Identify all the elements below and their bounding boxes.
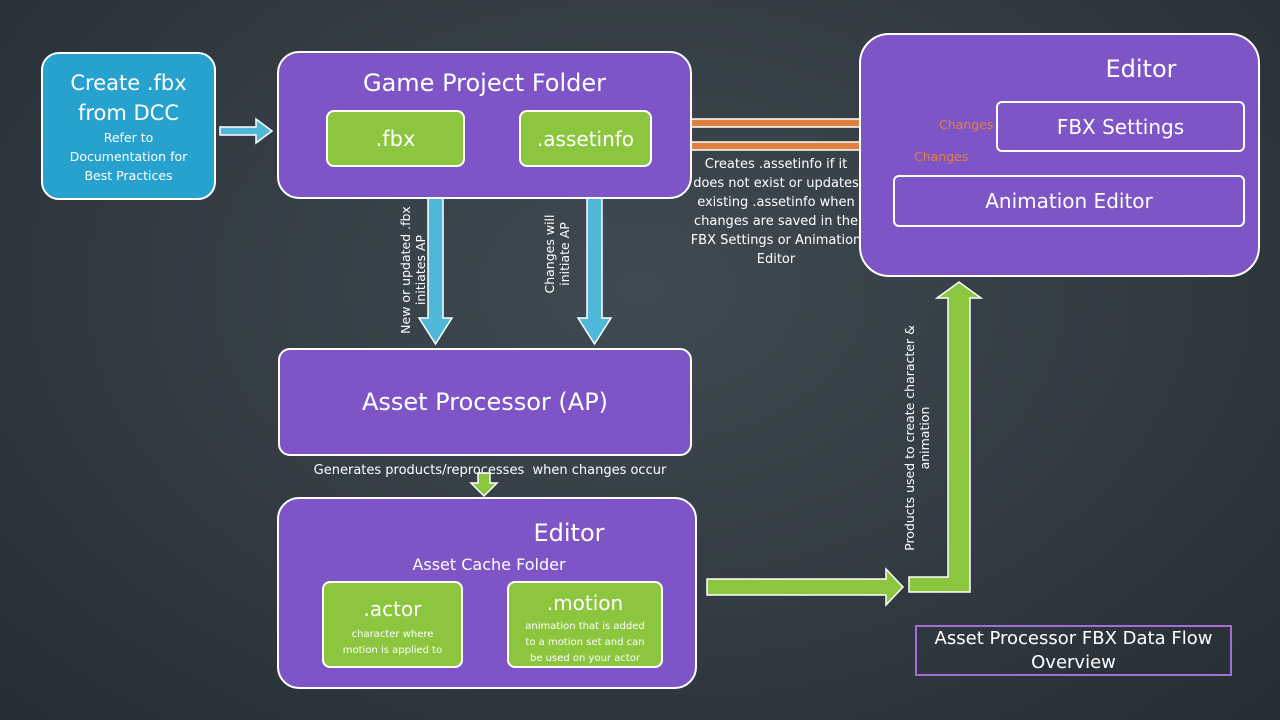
dcc-sub-line1: Refer to — [103, 129, 154, 145]
asset-processor-title: Asset Processor (AP) — [361, 388, 609, 416]
caption-line: Overview — [1031, 652, 1116, 673]
dcc-title-line2: from DCC — [77, 100, 180, 125]
arrow-ap-to-cache — [469, 472, 499, 498]
animation-editor-label: Animation Editor — [985, 189, 1153, 213]
game-project-title: Game Project Folder — [363, 69, 606, 97]
dcc-title-line1: Create .fbx — [70, 70, 187, 95]
changes-label-2: Changes — [914, 149, 969, 164]
asset-cache-folder-label: Asset Cache Folder — [412, 555, 566, 574]
fbx-settings-label: FBX Settings — [1056, 114, 1185, 139]
dcc-box: Create .fbx from DCC Refer to Documentat… — [41, 52, 216, 200]
note-line: New or updated .fbx — [398, 206, 413, 334]
note-line: Creates .assetinfo if it — [704, 157, 848, 172]
fbx-file: .fbx — [326, 110, 465, 167]
note-line: changes are saved in the — [693, 214, 859, 229]
motion-desc-line: to a motion set and can — [525, 637, 645, 648]
products-used-note: Products used to create character & anim… — [902, 323, 934, 553]
actor-desc-line: motion is applied to — [342, 645, 443, 656]
note-line: initiates AP — [413, 234, 428, 306]
note-line: animation — [917, 406, 932, 470]
new-fbx-note: New or updated .fbx initiates AP — [398, 190, 430, 350]
dcc-sub-line3: Best Practices — [84, 167, 173, 183]
note-line: Changes will — [542, 214, 557, 294]
creates-assetinfo-note: Creates .assetinfo if it does not exist … — [690, 155, 862, 269]
assetinfo-file: .assetinfo — [519, 110, 652, 167]
changes-label-1: Changes — [939, 117, 994, 132]
actor-title: .actor — [363, 597, 422, 621]
note-line: Editor — [756, 252, 796, 267]
arrow-cache-to-right — [706, 567, 905, 607]
arrow-assetinfo-to-ap — [576, 178, 613, 346]
note-line: Products used to create character & — [902, 325, 917, 551]
motion-desc-line: animation that is added — [525, 621, 645, 632]
editor-top-title: Editor — [1105, 55, 1177, 83]
motion-title: .motion — [546, 591, 624, 615]
dcc-sub-line2: Documentation for — [69, 148, 188, 164]
arrow-fbx-to-ap — [417, 179, 454, 346]
changes-initiate-note: Changes will initiate AP — [542, 199, 574, 309]
arrow-dcc-to-project — [219, 117, 274, 145]
asset-processor-box: Asset Processor (AP) — [278, 348, 692, 456]
caption-line: Asset Processor FBX Data Flow — [934, 628, 1213, 649]
editor-top: Editor — [859, 33, 1260, 277]
actor-desc-line: character where — [351, 629, 434, 640]
caption-box: Asset Processor FBX Data Flow Overview — [915, 625, 1232, 676]
arrow-up-to-editor — [908, 281, 984, 593]
note-line: initiate AP — [557, 222, 572, 286]
editor-bottom-title: Editor — [533, 519, 605, 547]
motion-file: .motion animation that is added to a mot… — [507, 581, 663, 668]
fbx-file-label: .fbx — [375, 126, 416, 151]
motion-desc-line: be used on your actor — [530, 653, 640, 664]
animation-editor-box: Animation Editor — [893, 175, 1245, 227]
actor-file: .actor character where motion is applied… — [322, 581, 463, 668]
assetinfo-file-label: .assetinfo — [536, 126, 635, 151]
note-line: FBX Settings or Animation — [690, 233, 862, 248]
fbx-settings-box: FBX Settings — [996, 101, 1245, 152]
note-line: existing .assetinfo when — [697, 195, 855, 210]
note-line: does not exist or updates — [693, 176, 859, 191]
generates-note: Generates products/reprocesses when chan… — [313, 463, 667, 478]
